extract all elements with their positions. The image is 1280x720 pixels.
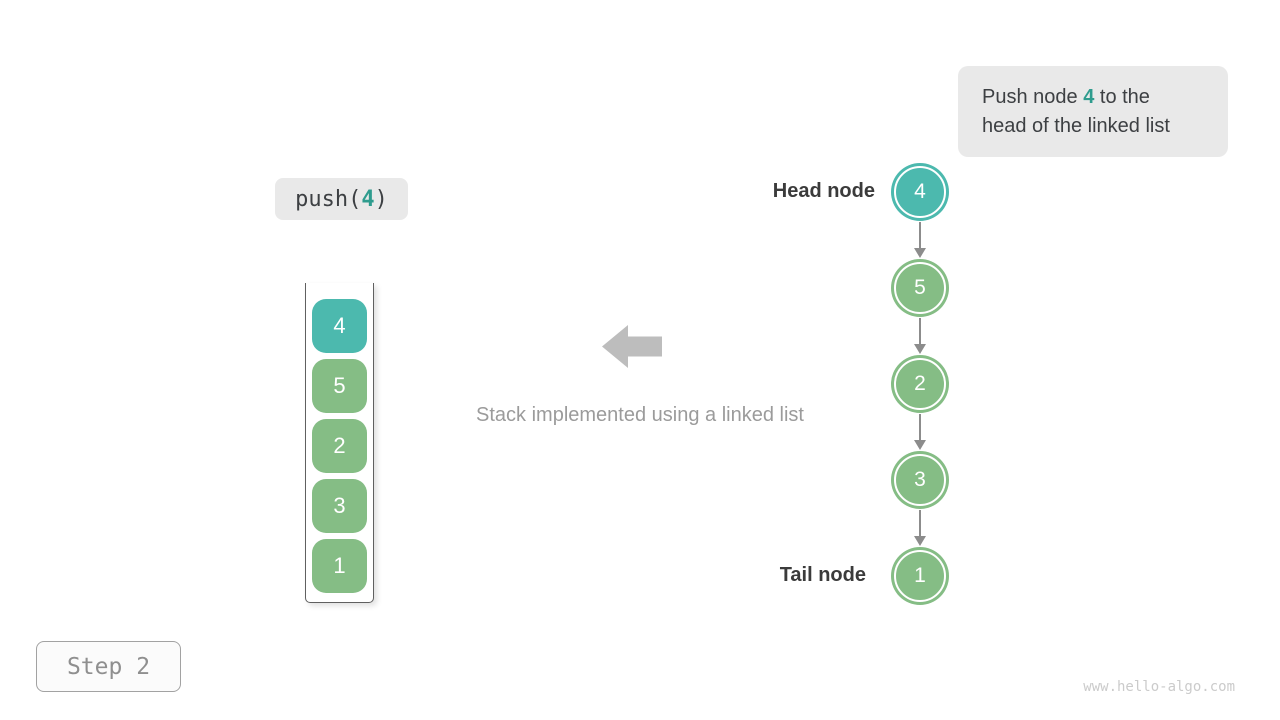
callout-line1-prefix: Push node [982, 85, 1084, 108]
operation-highlight-value: 4 [361, 186, 375, 212]
watermark-text: www.hello-algo.com [1083, 679, 1235, 695]
caption-text: Stack implemented using a linked list [476, 404, 804, 426]
list-node-value: 1 [914, 564, 926, 587]
down-arrow-icon [914, 317, 926, 355]
linked-list-nodes: 4 5 2 3 1 [891, 163, 949, 605]
callout-text: Push node 4 to the head of the linked lis… [982, 83, 1170, 141]
stack-node: 5 [312, 359, 367, 413]
list-node-value: 3 [914, 468, 926, 491]
list-node: 3 [891, 451, 949, 509]
stack-items: 4 5 2 3 1 [306, 283, 373, 602]
callout-bubble: Push node 4 to the head of the linked lis… [958, 66, 1228, 157]
callout-highlight-value: 4 [1083, 85, 1095, 108]
list-node: 2 [891, 355, 949, 413]
operation-prefix: push( [295, 186, 362, 212]
callout-line1-suffix: to the [1094, 85, 1150, 108]
down-arrow-icon [914, 413, 926, 451]
down-arrow-icon [914, 509, 926, 547]
list-node-value: 2 [914, 372, 926, 395]
list-node: 5 [891, 259, 949, 317]
list-node-value: 5 [914, 276, 926, 299]
stack-node: 3 [312, 479, 367, 533]
stack-container: 4 5 2 3 1 [305, 283, 374, 603]
step-badge: Step 2 [36, 641, 181, 692]
list-node-value: 4 [914, 180, 926, 203]
operation-code-badge: push(4) [275, 178, 408, 220]
list-node: 4 [891, 163, 949, 221]
tail-node-label: Tail node [779, 564, 866, 586]
stack-node: 1 [312, 539, 367, 593]
operation-suffix: ) [374, 186, 388, 212]
left-block-arrow-icon [602, 325, 662, 368]
stack-node: 4 [312, 299, 367, 353]
down-arrow-icon [914, 221, 926, 259]
list-node: 1 [891, 547, 949, 605]
stack-node: 2 [312, 419, 367, 473]
head-node-label: Head node [772, 180, 875, 202]
callout-line2: head of the linked list [982, 114, 1170, 137]
